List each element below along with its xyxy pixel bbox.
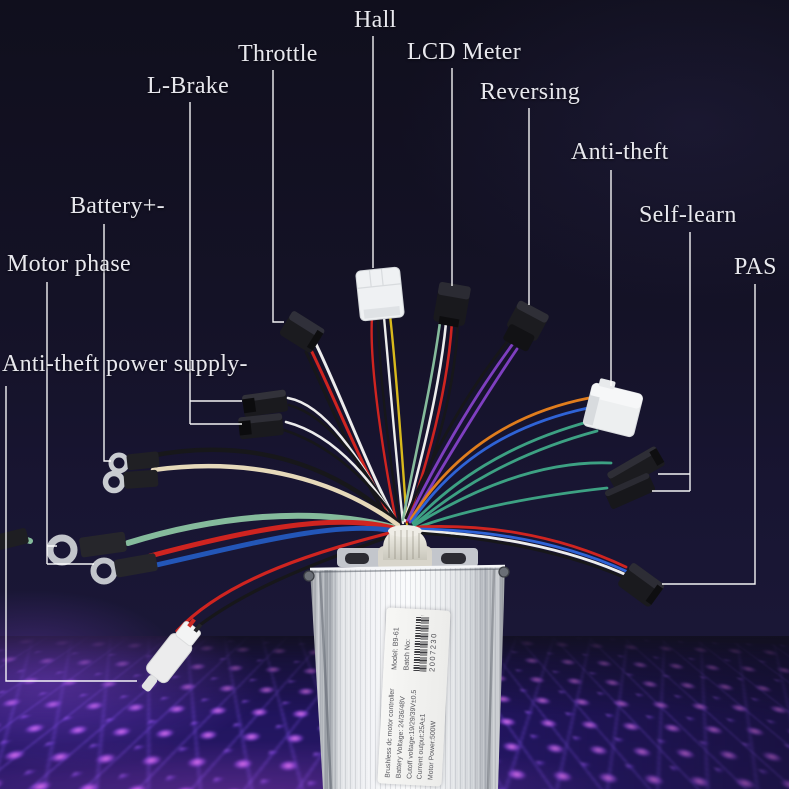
wire-antitheft-orange (409, 396, 591, 521)
wire-lbrake-black-2 (282, 428, 403, 529)
callout-line-battery (103, 224, 111, 462)
wire-lcd-white (403, 321, 448, 523)
callout-label-lbrake: L-Brake (147, 73, 230, 99)
wire-battery-black (147, 447, 399, 525)
wire-antitheft-teal (411, 419, 593, 525)
pas-connector (618, 563, 665, 607)
callout-label-hall: Hall (354, 7, 397, 33)
gland-ribs (388, 530, 420, 560)
cable-gland-top (388, 525, 422, 537)
lbrake-connector-1 (242, 389, 288, 417)
motor-terminal-sleeve-0 (0, 528, 29, 552)
lcd-connector (433, 282, 471, 328)
battery-terminal-sleeve-2 (123, 469, 159, 489)
callout-line-throttle (272, 70, 284, 323)
antitheft-power-connector (141, 618, 203, 692)
battery-ring-terminal-2 (102, 470, 126, 494)
callout-line-motor-phase (46, 282, 94, 565)
wire-motor-red (147, 519, 396, 559)
motor-ring-terminal-2 (90, 557, 118, 585)
callout-label-self-learn: Self-learn (639, 202, 737, 228)
wire-hall-white (382, 315, 405, 525)
motor-terminal-sleeve-2 (114, 553, 158, 578)
callout-label-anti-theft-power: Anti-theft power supply- (2, 351, 248, 377)
wire-hall-black (376, 315, 402, 524)
controller-top-shadow (310, 568, 505, 573)
hall-connector (355, 266, 405, 322)
wire-selflearn-teal-2 (414, 486, 609, 530)
battery-ring-terminal-1 (108, 452, 130, 474)
wire-lcd-green (401, 320, 442, 522)
controller-top-edge (309, 564, 506, 571)
wire-throttle-white (314, 342, 399, 525)
controller-groove-left (318, 571, 333, 789)
wire-reversing-purple-1 (406, 343, 514, 522)
callout-label-pas: PAS (734, 254, 777, 280)
callout-line-antitheft-power (5, 386, 137, 682)
corner-screw-left (303, 570, 315, 582)
callout-label-reversing: Reversing (480, 79, 581, 105)
throttle-connector (279, 311, 325, 353)
wire-antitheft-green (412, 429, 599, 527)
selflearn-connector-1 (607, 446, 665, 492)
callout-label-throttle: Throttle (238, 41, 318, 67)
lbrake-connector-2 (238, 413, 284, 440)
wire-reversing-black (404, 340, 509, 520)
motor-terminal-sleeve-1 (79, 531, 127, 558)
wire-antipower-red (175, 529, 399, 633)
callout-label-lcd-meter: LCD Meter (407, 39, 522, 65)
wire-battery-tan (150, 463, 401, 528)
battery-terminal-sleeve-1 (126, 451, 160, 471)
cable-gland-nut (383, 529, 427, 560)
callout-line-selflearn (652, 232, 691, 492)
wire-pas-red (415, 525, 628, 569)
motor-ring-terminal-1 (46, 534, 78, 566)
wire-pas-white (417, 529, 633, 579)
wire-pas-black (418, 531, 636, 584)
wire-pas-blue (416, 527, 630, 574)
callout-label-motor-phase: Motor phase (7, 251, 131, 277)
corner-screw-right (498, 566, 510, 578)
reversing-connector (503, 300, 549, 352)
bracket-slot-left (345, 553, 369, 564)
callout-label-anti-theft: Anti-theft (571, 139, 669, 165)
callout-line-pas (662, 284, 756, 585)
selflearn-connector-2 (604, 473, 656, 509)
wire-harness (0, 313, 636, 640)
wire-selflearn-teal-1 (413, 461, 613, 527)
wire-antipower-black (182, 531, 401, 640)
callout-line-lbrake (189, 102, 242, 425)
wire-motor-blue (149, 525, 397, 569)
controller-groove-right (486, 568, 496, 789)
wire-antitheft-blue (410, 406, 590, 523)
bracket-slot-right (441, 553, 466, 564)
callout-label-battery: Battery+- (70, 193, 165, 219)
wire-hall-red (370, 315, 398, 523)
